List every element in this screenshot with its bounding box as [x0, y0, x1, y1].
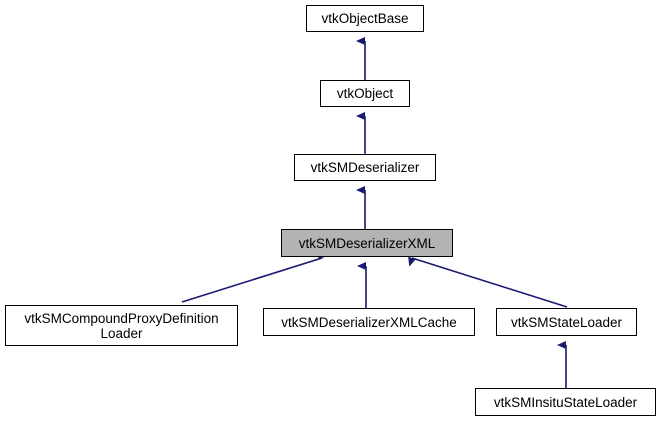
- edge-vtksmstateloader-to-vtksmdeserializerxml: [408, 256, 568, 308]
- class-node-label: vtkSMCompoundProxyDefinition Loader: [24, 310, 219, 341]
- class-node-label: vtkObjectBase: [321, 11, 409, 26]
- class-node-label: vtkSMDeserializer: [310, 160, 420, 175]
- class-node-label: vtkSMDeserializerXML: [298, 235, 436, 251]
- class-node-vtksmcompoundproxydefinitionloader[interactable]: vtkSMCompoundProxyDefinition Loader: [5, 305, 238, 346]
- class-node-vtkobject[interactable]: vtkObject: [320, 80, 410, 107]
- class-node-vtksmdeserializerxmlcache[interactable]: vtkSMDeserializerXMLCache: [263, 308, 475, 336]
- class-node-vtksmdeserializerxml[interactable]: vtkSMDeserializerXML: [281, 229, 453, 257]
- class-node-label: vtkSMStateLoader: [510, 314, 623, 330]
- class-node-label: vtkSMDeserializerXMLCache: [281, 314, 457, 330]
- class-node-vtksminsitustateloader[interactable]: vtkSMInsituStateLoader: [475, 388, 656, 416]
- edge-vtksmcompoundproxydefinitionloader-to-vtksmdeserializerxml: [181, 249, 326, 303]
- class-node-vtkobjectbase[interactable]: vtkObjectBase: [306, 5, 424, 32]
- class-node-label: vtkObject: [336, 86, 394, 101]
- class-node-label: vtkSMInsituStateLoader: [493, 394, 638, 410]
- class-node-vtksmstateloader[interactable]: vtkSMStateLoader: [496, 308, 637, 336]
- class-node-vtksmdeserializer[interactable]: vtkSMDeserializer: [294, 154, 436, 181]
